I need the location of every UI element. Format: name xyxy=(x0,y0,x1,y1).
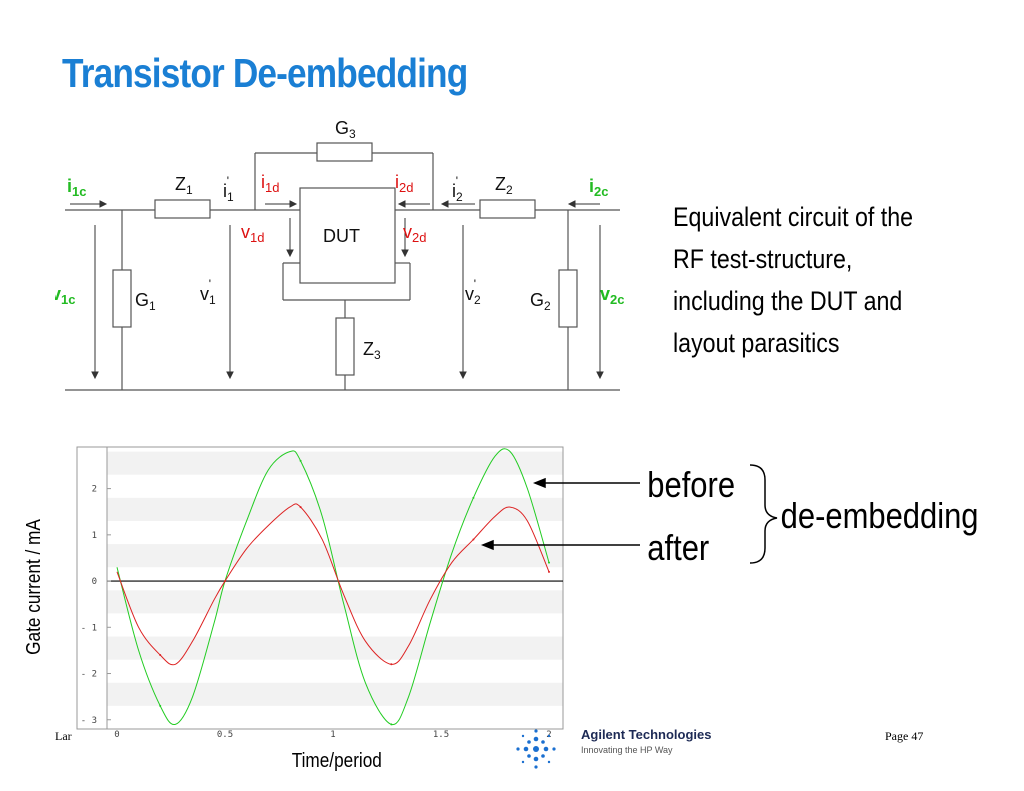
x-tick-label: 1.5 xyxy=(433,730,449,740)
v1d-label: v1d xyxy=(241,222,264,245)
z3-resistor xyxy=(335,317,355,376)
y-tick-label: - 2 xyxy=(81,670,97,680)
after-annotation: after xyxy=(647,529,709,569)
grid-band xyxy=(107,590,563,614)
x-tick-label: 1 xyxy=(330,730,335,740)
y-tick-label: 1 xyxy=(92,531,97,541)
y-tick-label: - 3 xyxy=(81,716,97,726)
data-point-before xyxy=(159,704,162,707)
z3-label: Z3 xyxy=(363,339,381,362)
data-point-before xyxy=(548,561,550,564)
description-line: RF test-structure, xyxy=(673,244,853,274)
brace xyxy=(749,464,778,564)
i1d-label: i1d xyxy=(261,172,279,195)
x-axis-label: Time/period xyxy=(292,749,382,772)
g3-label: G3 xyxy=(335,118,356,141)
gate-current-chart: 210- 1- 2- 3 00.511.52 Gate current / mA… xyxy=(22,446,979,772)
equivalent-circuit: DUT G3 Z1 Z2 Z3 G1 G2 i1' i2' v1' v2' i1… xyxy=(55,118,624,391)
footer-text: Lar xyxy=(55,729,72,743)
description-line: including the DUT and xyxy=(673,286,903,316)
g1-label: G1 xyxy=(135,290,156,313)
page-number: Page 47 xyxy=(885,729,924,743)
y-tick-label: - 1 xyxy=(81,623,97,633)
i1-prime-label: i1' xyxy=(223,174,234,204)
series-line-before xyxy=(116,448,550,726)
g1-resistor xyxy=(112,269,132,328)
grid-band xyxy=(107,451,563,475)
g3-resistor xyxy=(316,142,373,162)
circuit-description: Equivalent circuit of the RF test-struct… xyxy=(673,196,957,364)
data-point-after xyxy=(159,654,162,657)
y-axis-label: Gate current / mA xyxy=(22,519,45,655)
z1-label: Z1 xyxy=(175,174,193,197)
data-point-before xyxy=(299,459,302,462)
v2d-label: v2d xyxy=(403,222,426,245)
dut-label: DUT xyxy=(323,226,360,246)
i1c-label: i1c xyxy=(67,176,86,199)
series-line-after xyxy=(116,503,550,666)
z2-label: Z2 xyxy=(495,174,513,197)
de-embedding-annotation: de-embedding xyxy=(781,497,979,537)
z2-resistor xyxy=(479,199,536,219)
data-point-after xyxy=(548,570,550,573)
agilent-spark-icon xyxy=(516,729,556,769)
data-point-after xyxy=(224,580,226,583)
g2-label: G2 xyxy=(530,290,551,313)
description-line: Equivalent circuit of the xyxy=(673,202,914,232)
before-annotation: before xyxy=(647,466,735,506)
data-point-after xyxy=(390,663,393,666)
v2c-label: v2c xyxy=(600,284,624,307)
x-tick-label: 0 xyxy=(114,730,119,740)
dut-box xyxy=(299,187,396,284)
i2c-label: i2c xyxy=(589,176,608,199)
v1c-label: v1c xyxy=(55,284,75,307)
v2-prime-label: v2' xyxy=(465,277,481,307)
brand-name: Agilent Technologies xyxy=(581,727,712,742)
i2-prime-label: i2' xyxy=(452,174,463,204)
data-point-after xyxy=(299,506,302,509)
i2d-label: i2d xyxy=(395,172,413,195)
data-point-after xyxy=(472,538,475,541)
slide-title: Transistor De-embedding xyxy=(62,50,468,96)
g2-resistor xyxy=(558,269,578,328)
v1-prime-label: v1' xyxy=(200,277,216,307)
description-line: layout parasitics xyxy=(673,328,840,358)
grid-band xyxy=(107,544,563,568)
grid-band xyxy=(107,636,563,660)
brand-tagline: Innovating the HP Way xyxy=(581,745,673,755)
y-tick-label: 0 xyxy=(92,577,97,587)
plot-frame xyxy=(76,446,564,730)
data-point-before xyxy=(390,723,393,726)
grid-band xyxy=(107,682,563,706)
y-tick-label: 2 xyxy=(92,485,97,495)
z1-resistor xyxy=(154,199,211,219)
grid-band xyxy=(107,497,563,521)
data-point-before xyxy=(472,496,475,499)
x-tick-label: 0.5 xyxy=(217,730,233,740)
